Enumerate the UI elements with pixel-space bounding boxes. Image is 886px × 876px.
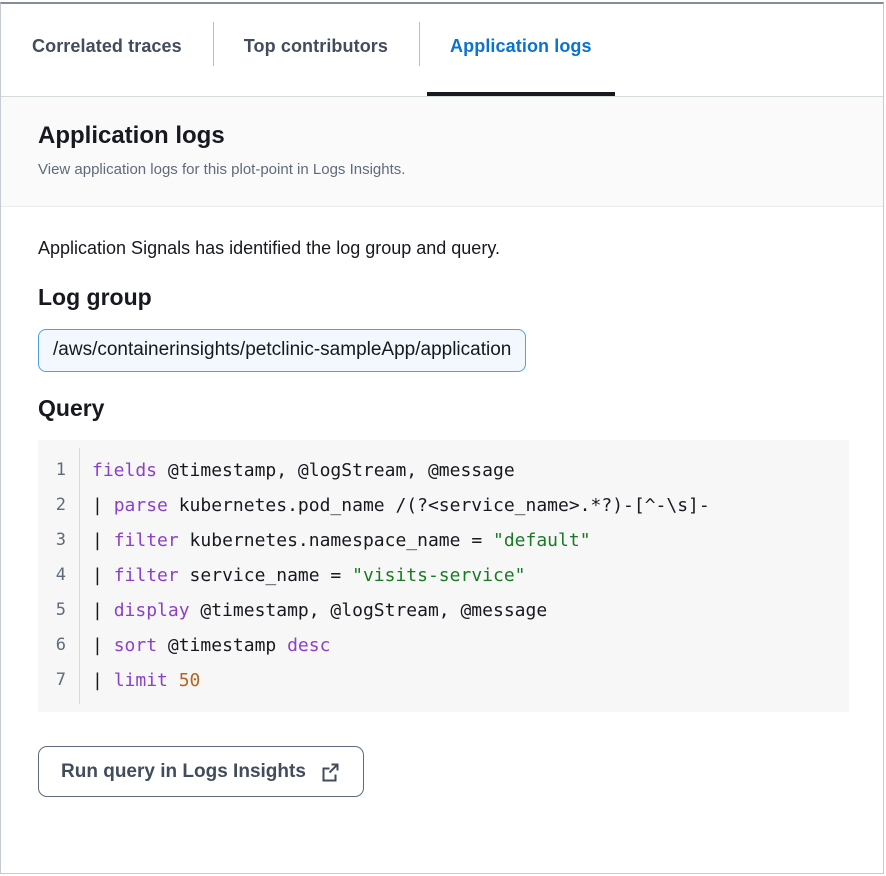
line-number: 3	[55, 530, 66, 551]
line-number: 2	[55, 495, 66, 516]
code-line: 6 | sort @timestamp desc	[38, 628, 849, 663]
tab-bar: Correlated traces Top contributors Appli…	[1, 4, 883, 97]
code-text: | sort @timestamp desc	[78, 628, 330, 663]
code-line: 3 | filter kubernetes.namespace_name = "d…	[38, 523, 849, 558]
code-token: filter	[113, 530, 179, 552]
code-token: @timestamp	[157, 635, 288, 657]
line-number: 7	[55, 670, 66, 691]
external-link-icon	[320, 761, 341, 782]
code-token: @timestamp, @logStream, @message	[189, 600, 548, 622]
tab-label: Correlated traces	[32, 35, 182, 56]
code-text: | parse kubernetes.pod_name /(?<service_…	[78, 488, 710, 523]
section-header: Application logs View application logs f…	[1, 97, 883, 208]
code-text: | filter kubernetes.namespace_name = "de…	[78, 523, 591, 558]
code-token: |	[92, 600, 114, 622]
log-group-value[interactable]: /aws/containerinsights/petclinic-sampleA…	[38, 329, 527, 372]
code-token: parse	[113, 495, 168, 517]
tab-top-contributors[interactable]: Top contributors	[212, 4, 419, 96]
code-token: 50	[178, 670, 201, 692]
code-token: |	[92, 495, 114, 517]
code-token: fields	[92, 460, 158, 482]
run-query-label: Run query in Logs Insights	[61, 760, 306, 782]
code-line: 4 | filter service_name = "visits-service…	[38, 558, 849, 593]
tab-label: Top contributors	[243, 35, 389, 56]
code-token: kubernetes.namespace_name =	[178, 530, 493, 552]
line-number: 4	[55, 565, 66, 586]
run-query-button[interactable]: Run query in Logs Insights	[38, 746, 364, 798]
code-token: display	[113, 600, 190, 622]
query-code-block[interactable]: 1 fields @timestamp, @logStream, @message…	[38, 440, 849, 713]
code-line: 7 | limit 50	[38, 663, 849, 698]
code-token: |	[92, 670, 114, 692]
page-subtitle: View application logs for this plot-poin…	[38, 160, 406, 178]
code-text: fields @timestamp, @logStream, @message	[78, 453, 515, 488]
code-token: service_name =	[178, 565, 353, 587]
code-token: sort	[113, 635, 158, 657]
code-line: 1 fields @timestamp, @logStream, @message	[38, 453, 849, 488]
line-number: 5	[55, 600, 66, 621]
code-token: kubernetes.pod_name /(?<service_name>.*?…	[167, 495, 710, 517]
page-title: Application logs	[38, 122, 225, 149]
code-line: 5 | display @timestamp, @logStream, @mess…	[38, 593, 849, 628]
code-text: | filter service_name = "visits-service"	[78, 558, 526, 593]
log-group-label: Log group	[38, 284, 152, 311]
code-token: @timestamp, @logStream, @message	[157, 460, 515, 482]
code-token: limit	[113, 670, 168, 692]
code-token: |	[92, 635, 114, 657]
tab-label: Application logs	[450, 35, 592, 56]
action-row: Run query in Logs Insights	[1, 712, 883, 798]
tab-correlated-traces[interactable]: Correlated traces	[1, 4, 213, 96]
panel-body: Application Signals has identified the l…	[1, 207, 883, 713]
code-token	[168, 670, 179, 691]
code-token: desc	[287, 635, 331, 657]
line-number: 6	[55, 635, 66, 656]
intro-text: Application Signals has identified the l…	[38, 238, 500, 259]
code-text: | display @timestamp, @logStream, @messa…	[78, 593, 547, 628]
tab-application-logs[interactable]: Application logs	[419, 4, 623, 96]
code-token: "default"	[493, 530, 591, 552]
code-text: | limit 50	[78, 663, 200, 698]
query-label: Query	[38, 394, 105, 421]
code-token: |	[92, 565, 114, 587]
code-token: filter	[113, 565, 179, 587]
code-token: |	[92, 530, 114, 552]
code-token: "visits-service"	[352, 565, 526, 587]
code-line: 2 | parse kubernetes.pod_name /(?<service…	[38, 488, 849, 523]
line-number: 1	[55, 460, 66, 481]
